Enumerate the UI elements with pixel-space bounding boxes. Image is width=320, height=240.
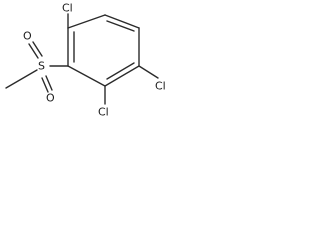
ring-bond-c6-c5 <box>104 14 140 29</box>
ring-bond-c4-c3-inner <box>106 62 135 80</box>
bond-sulfur-oxygen-lower-a <box>45 75 53 91</box>
atom-labels: Cl Cl Cl S O O <box>23 2 166 119</box>
atom-label-cl-top: Cl <box>62 2 73 15</box>
substituent-bonds <box>5 13 159 105</box>
ring-bond-c6-c5-inner <box>106 20 135 32</box>
atom-label-cl-right: Cl <box>155 80 166 93</box>
bond-sulfur-oxygen-upper-b <box>32 41 43 57</box>
atom-label-oxygen-upper: O <box>23 30 32 43</box>
molecule-structure-diagram: Cl Cl Cl S O O <box>5 2 166 119</box>
bond-sulfur-methyl <box>5 69 38 89</box>
atom-label-sulfur: S <box>38 60 45 73</box>
ring-bond-c1-c6 <box>67 14 106 29</box>
atom-label-cl-bottom: Cl <box>98 106 109 119</box>
benzene-ring <box>67 14 140 87</box>
ring-bond-c3-c2 <box>67 65 106 87</box>
bond-sulfur-oxygen-lower-b <box>41 77 49 93</box>
bond-c5-cl-right <box>138 65 159 79</box>
ring-bond-c4-c3 <box>104 65 140 87</box>
bond-sulfur-oxygen-upper-a <box>28 43 39 59</box>
atom-label-oxygen-lower: O <box>46 92 55 105</box>
